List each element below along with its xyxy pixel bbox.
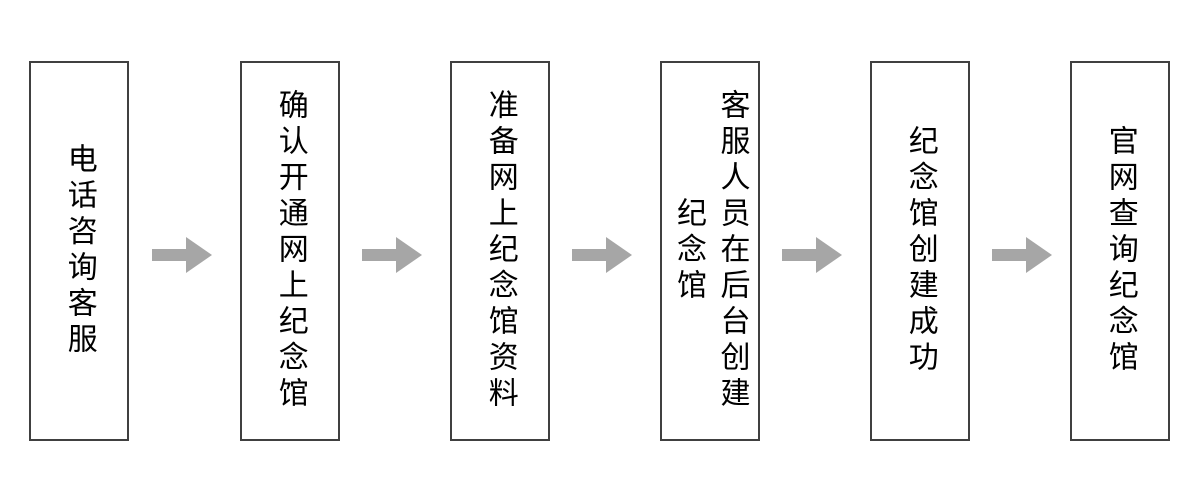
flow-arrow-5 [992, 237, 1052, 273]
flow-step-4[interactable]: 客服人员在后台创建纪念馆 [660, 61, 760, 441]
flow-arrow-4 [782, 237, 842, 273]
flow-step-1[interactable]: 电话咨询客服 [29, 61, 129, 441]
flow-step-5[interactable]: 纪念馆创建成功 [870, 61, 970, 441]
flow-arrow-1 [152, 237, 212, 273]
flow-step-2[interactable]: 确认开通网上纪念馆 [240, 61, 340, 441]
flow-step-6[interactable]: 官网查询纪念馆 [1070, 61, 1170, 441]
flow-step-1-label: 电话咨询客服 [61, 143, 97, 359]
flow-step-3-label: 准备网上纪念馆资料 [482, 89, 518, 413]
flow-step-6-label: 官网查询纪念馆 [1102, 125, 1138, 377]
flow-step-3[interactable]: 准备网上纪念馆资料 [450, 61, 550, 441]
flow-arrow-2 [362, 237, 422, 273]
flow-arrow-3 [572, 237, 632, 273]
flow-step-4-label: 客服人员在后台创建纪念馆 [671, 89, 750, 413]
flow-step-5-label: 纪念馆创建成功 [902, 125, 938, 377]
flow-step-2-label: 确认开通网上纪念馆 [272, 89, 308, 413]
